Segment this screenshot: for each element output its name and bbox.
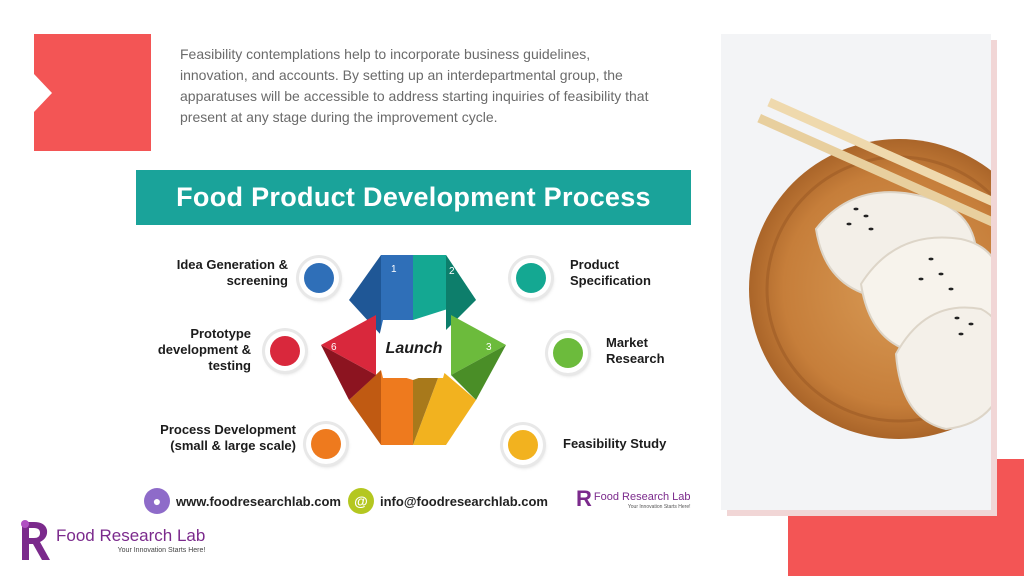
logo-name: Food Research Lab [56,526,206,545]
company-logo: Food Research Lab Your Innovation Starts… [18,518,205,562]
email-text: info@foodresearchlab.com [380,493,548,509]
hex-number-1: 1 [391,264,397,275]
at-sign-icon: @ [348,488,374,514]
idea-icon [299,258,339,298]
mini-logo-mark: R [576,486,592,511]
infographic-title-banner: Food Product Development Process [136,170,691,225]
hex-segment-6-shade [321,345,376,400]
intro-paragraph: Feasibility contemplations help to incor… [180,46,649,125]
process-infographic: Food Product Development Process Idea Ge… [136,170,691,520]
hex-segment-1-shade [349,255,381,335]
dumplings-illustration [749,97,991,439]
hex-segment-5 [381,370,413,445]
hex-segment-3-shade [451,345,506,400]
logo-r-mark [21,520,50,560]
step-label-4: Feasibility Study [563,436,667,451]
process-icon [306,424,346,464]
step-label-5: Process Development (small & large scale… [160,422,296,453]
hex-number-6: 6 [331,342,337,353]
specification-icon [511,258,551,298]
hex-segment-4-shade [413,370,441,445]
dumplings-photo [721,34,991,510]
hex-number-5: 5 [359,425,365,436]
hex-number-4: 4 [454,427,460,438]
feasibility-icon [503,425,543,465]
logo-tagline: Your Innovation Starts Here! [117,547,206,554]
process-hexagon: 1 2 3 4 5 6 [321,255,506,445]
email-contact: @ info@foodresearchlab.com [348,488,548,514]
hex-segment-3 [451,315,506,375]
step-label-6: Prototype development & testing [157,326,251,373]
website-text: www.foodresearchlab.com [176,493,341,509]
mini-logo-name: Food Research Lab [593,491,691,503]
hex-segment-5-shade [349,370,381,445]
center-launch-label: Launch [385,340,443,357]
step-label-2: Product Specification [570,257,651,288]
hex-number-2: 2 [449,266,455,277]
website-contact: ● www.foodresearchlab.com [144,488,341,514]
hex-center [376,320,451,378]
step-label-3: Market Research [606,335,665,366]
step-label-1: Idea Generation & screening [176,257,288,288]
hex-segment-6 [321,315,376,375]
mini-logo-tagline: Your Innovation Starts Here! [627,504,691,510]
hex-segment-4 [413,370,476,445]
prototype-icon [265,331,305,371]
infographic-title: Food Product Development Process [176,182,651,212]
hex-segment-1 [381,255,413,335]
infographic-footer: ● www.foodresearchlab.com @ info@foodres… [136,488,691,518]
hex-segment-2-shade [446,255,476,330]
infographic-logo: R Food Research Lab Your Innovation Star… [576,486,691,511]
hex-number-3: 3 [486,342,492,353]
market-research-icon [548,333,588,373]
accent-notch [34,74,52,112]
globe-icon: ● [144,488,170,514]
accent-block-left [34,34,151,151]
